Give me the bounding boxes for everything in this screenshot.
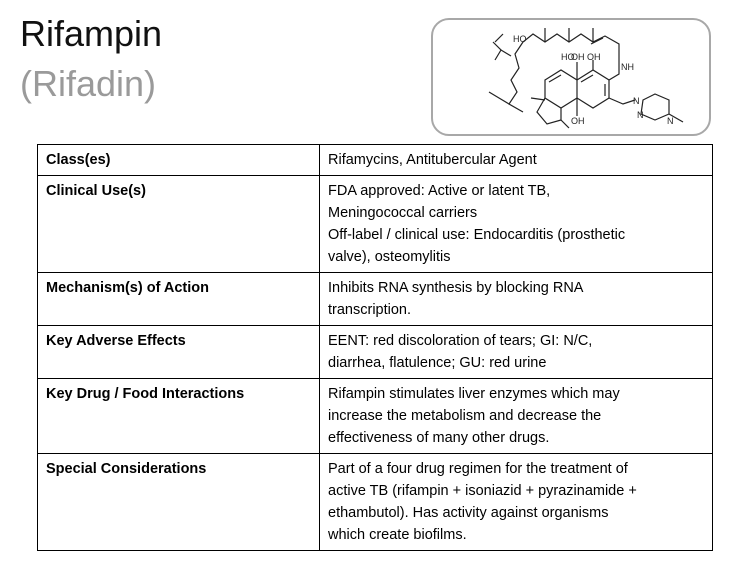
value-line: valve), osteomylitis	[328, 249, 451, 265]
row-label: Class(es)	[37, 144, 320, 176]
row-value: Rifampin stimulates liver enzymes which …	[319, 378, 713, 454]
row-label: Key Drug / Food Interactions	[37, 378, 320, 454]
value-line: active TB (rifampin + isoniazid + pyrazi…	[328, 483, 637, 499]
row-value: Rifamycins, Antitubercular Agent	[319, 144, 713, 176]
row-label: Clinical Use(s)	[37, 175, 320, 273]
value-line: Rifampin stimulates liver enzymes which …	[328, 386, 620, 402]
value-line: Part of a four drug regimen for the trea…	[328, 461, 628, 477]
label-nh: NH	[621, 62, 634, 72]
value-line: EENT: red discoloration of tears; GI: N/…	[328, 333, 593, 349]
label-ho-mid: HO	[561, 52, 575, 62]
row-label: Mechanism(s) of Action	[37, 272, 320, 326]
label-oh-2: OH	[587, 52, 601, 62]
value-line: increase the metabolism and decrease the	[328, 408, 602, 424]
value-line: Rifamycins, Antitubercular Agent	[328, 152, 537, 168]
table-row-adverse-effects: Key Adverse Effects EENT: red discolorat…	[37, 325, 713, 379]
row-value: EENT: red discoloration of tears; GI: N/…	[319, 325, 713, 379]
label-n-3: N	[667, 116, 674, 126]
table-row-class: Class(es) Rifamycins, Antitubercular Age…	[37, 144, 713, 176]
row-value: FDA approved: Active or latent TB, Menin…	[319, 175, 713, 273]
value-line: transcription.	[328, 302, 412, 318]
label-ho-top: HO	[513, 34, 527, 44]
value-line: effectiveness of many other drugs.	[328, 430, 550, 446]
value-line: diarrhea, flatulence; GU: red urine	[328, 355, 547, 371]
row-label: Key Adverse Effects	[37, 325, 320, 379]
chemical-structure-image: HO HO OH OH OH NH N N N	[431, 18, 711, 136]
table-row-mechanism: Mechanism(s) of Action Inhibits RNA synt…	[37, 272, 713, 326]
value-line: Inhibits RNA synthesis by blocking RNA	[328, 280, 584, 296]
label-oh-1: OH	[571, 52, 585, 62]
row-value: Part of a four drug regimen for the trea…	[319, 453, 713, 551]
label-n-1: N	[633, 96, 640, 106]
label-oh-3: OH	[571, 116, 585, 126]
drug-info-table: Class(es) Rifamycins, Antitubercular Age…	[37, 144, 713, 551]
table-row-special-considerations: Special Considerations Part of a four dr…	[37, 453, 713, 551]
row-label: Special Considerations	[37, 453, 320, 551]
rifampin-structure-drawing: HO HO OH OH OH NH N N N	[488, 28, 684, 129]
row-value: Inhibits RNA synthesis by blocking RNA t…	[319, 272, 713, 326]
table-row-interactions: Key Drug / Food Interactions Rifampin st…	[37, 378, 713, 454]
value-line: Meningococcal carriers	[328, 205, 478, 221]
value-line: which create biofilms.	[328, 527, 467, 543]
page-title: Rifampin	[20, 13, 163, 54]
value-line: FDA approved: Active or latent TB,	[328, 183, 551, 199]
page-subtitle: (Rifadin)	[20, 63, 157, 104]
value-line: Off-label / clinical use: Endocarditis (…	[328, 227, 626, 243]
label-n-2: N	[637, 110, 644, 120]
value-line: ethambutol). Has activity against organi…	[328, 505, 609, 521]
table-row-clinical-use: Clinical Use(s) FDA approved: Active or …	[37, 175, 713, 273]
